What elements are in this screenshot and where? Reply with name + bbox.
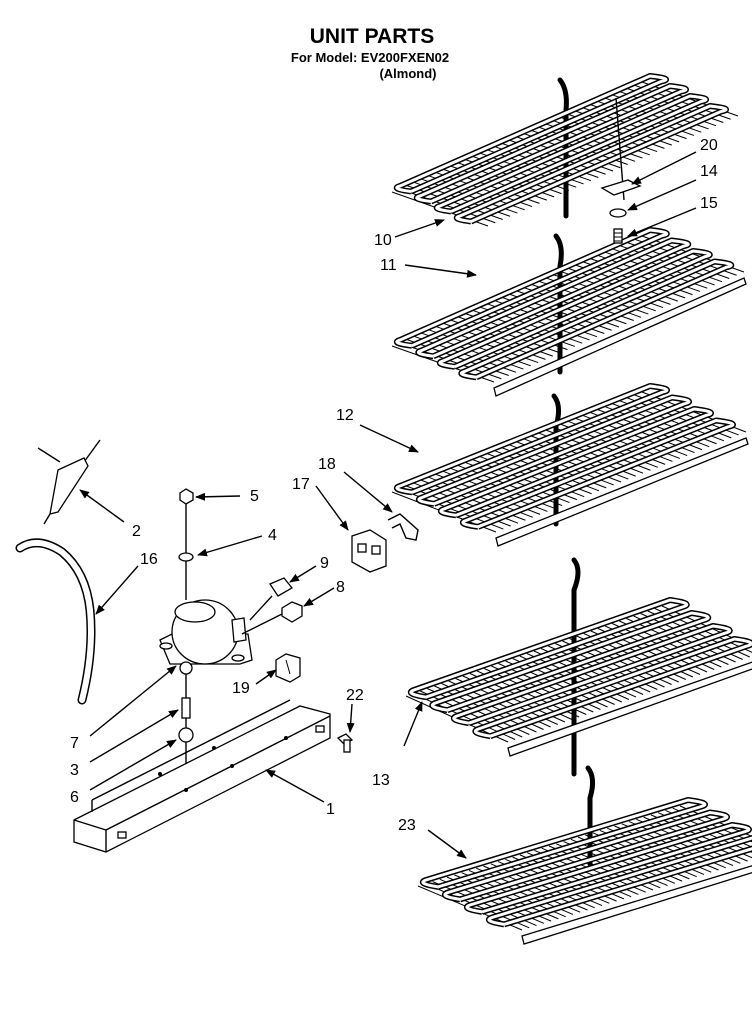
page-title: UNIT PARTS [310, 25, 434, 48]
callout-22: 22 [346, 687, 364, 704]
callout-18: 18 [318, 456, 336, 473]
part-20-bracket [600, 97, 642, 201]
callout-labels: 1 2 3 4 5 6 7 8 9 10 11 12 13 14 15 16 1… [70, 137, 718, 834]
part-19-capacitor [275, 653, 301, 683]
callout-6: 6 [70, 789, 79, 806]
callout-5: 5 [250, 488, 259, 505]
part-22-screw [336, 733, 354, 753]
part-5-bolt [179, 488, 194, 555]
callout-17: 17 [292, 476, 310, 493]
part-3-sleeve [181, 697, 191, 719]
part-6-grommet [178, 727, 194, 743]
callout-20: 20 [700, 137, 718, 154]
part-2-drier [37, 439, 101, 525]
callout-19: 19 [232, 680, 250, 697]
part-1-base-plate [73, 699, 331, 853]
callout-7: 7 [70, 735, 79, 752]
part-23-shelf [417, 765, 752, 945]
callout-4: 4 [268, 527, 277, 544]
part-18-clip [387, 513, 419, 541]
compressor [159, 599, 253, 665]
color-line: (Almond) [379, 66, 436, 81]
callout-11: 11 [380, 257, 397, 274]
evaporator-shelves [391, 73, 752, 945]
callout-8: 8 [336, 579, 345, 596]
part-7-grommet [179, 661, 193, 675]
leader-lines [79, 151, 697, 859]
callout-23: 23 [398, 817, 416, 834]
part-13-shelf [405, 557, 752, 777]
part-17-switch [351, 529, 387, 573]
part-16-tube [15, 538, 96, 705]
model-line: For Model: EV200FXEN02 [291, 50, 449, 65]
part-14-washer [609, 208, 627, 218]
callout-16: 16 [140, 551, 158, 568]
callout-15: 15 [700, 195, 718, 212]
part-4-washer [178, 552, 194, 562]
callout-13: 13 [372, 772, 390, 789]
part-15-screw [613, 228, 623, 244]
callout-1: 1 [326, 801, 335, 818]
part-12-shelf [391, 383, 749, 547]
part-11-shelf [391, 227, 747, 397]
callout-10: 10 [374, 232, 392, 249]
callout-14: 14 [700, 163, 718, 180]
callout-9: 9 [320, 555, 329, 572]
part-9-relay [249, 577, 293, 621]
part-8-overload [241, 601, 303, 635]
part-10-shelf [391, 73, 739, 227]
callout-2: 2 [132, 523, 141, 540]
callout-3: 3 [70, 762, 79, 779]
callout-12: 12 [336, 407, 354, 424]
